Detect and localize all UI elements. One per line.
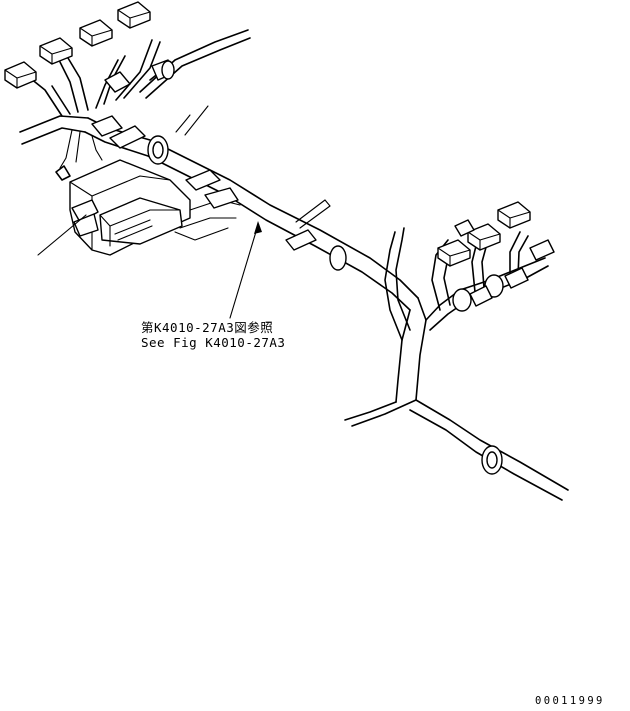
connector-right-2 [467, 223, 501, 251]
clamp-right [452, 267, 529, 475]
callout-arrow [229, 221, 262, 319]
connector-top-3 [79, 19, 113, 47]
trunk-brackets [91, 114, 347, 271]
connector-top-2 [39, 37, 73, 65]
upper-left-branches [19, 29, 251, 181]
connector-top-4 [117, 1, 151, 29]
reference-label-japanese: 第K4010-27A3図参照 [141, 320, 274, 335]
drawing-number: 00011999 [535, 695, 605, 707]
connector-block-lower [69, 159, 241, 256]
connector-right-3 [497, 201, 531, 229]
connector-top-1 [4, 61, 37, 89]
clamp-upper [104, 59, 175, 93]
leader-lines-left [37, 105, 209, 256]
connector-right-4 [454, 219, 555, 261]
right-junction [344, 227, 569, 501]
connector-right-1 [437, 239, 471, 267]
reference-label-english: See Fig K4010-27A3 [141, 335, 286, 350]
